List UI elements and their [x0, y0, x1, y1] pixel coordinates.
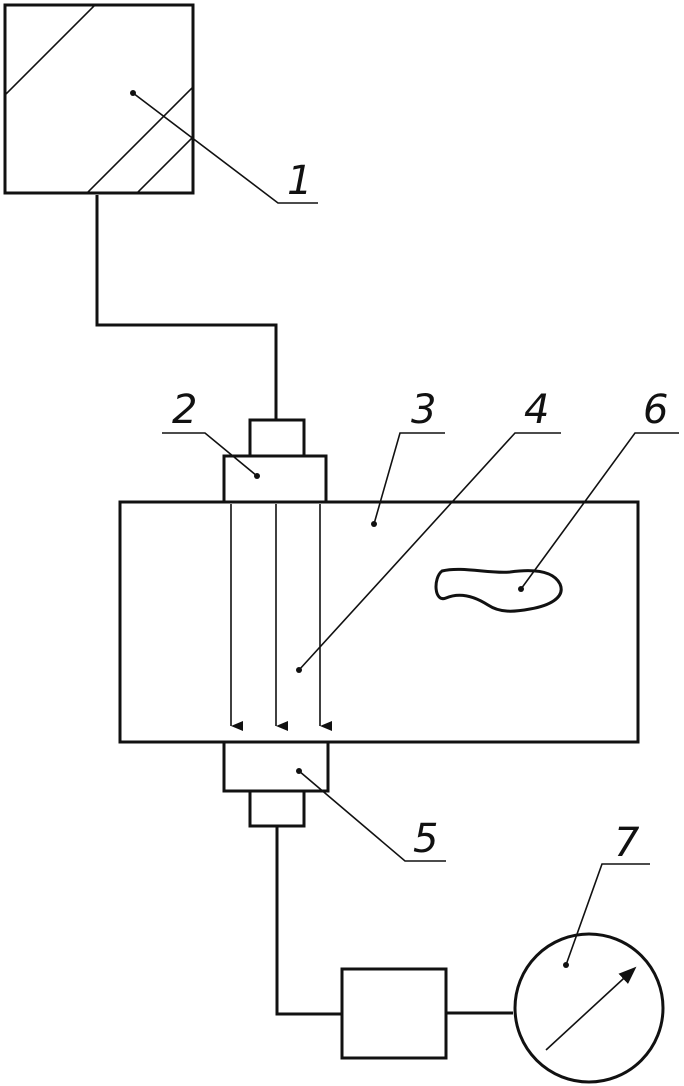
label-1: 1: [287, 158, 312, 204]
label-2: 2: [172, 387, 197, 433]
component-6-defect: [434, 567, 563, 613]
label-7: 7: [614, 820, 640, 866]
meter-needle-arrow: [545, 966, 637, 1051]
hatching: [5, 5, 193, 193]
component-4-radiation-rays: [230, 504, 332, 731]
label-3: 3: [411, 387, 436, 433]
label-5: 5: [413, 816, 438, 862]
component-7-meter: [513, 932, 665, 1084]
cable-source-to-emitter: [95, 195, 278, 420]
label-4: 4: [524, 387, 549, 433]
component-3-sample-body: [118, 500, 640, 744]
amplifier-box: [340, 967, 448, 1060]
label-6: 6: [643, 387, 668, 433]
component-1-source: [3, 3, 195, 195]
leader-lines: [130, 90, 679, 968]
cable-detector-to-amplifier: [275, 826, 342, 1016]
component-5-detector: [222, 740, 330, 828]
